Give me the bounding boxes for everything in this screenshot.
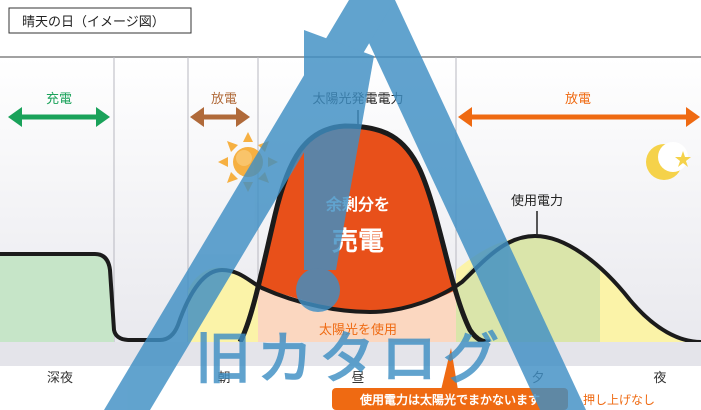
evening-discharge-label: 放電	[565, 92, 591, 107]
solar-use-label: 太陽光を使用	[319, 322, 397, 338]
charge-arrow	[8, 107, 110, 127]
battery-charge-area	[0, 254, 114, 342]
watermark: 旧カタログ	[104, 0, 586, 410]
period-label-morning: 朝	[217, 371, 230, 386]
title-box	[8, 7, 192, 34]
no-pushup-label: 押し上げなし	[583, 393, 655, 407]
period-label-night: 夜	[653, 371, 666, 386]
baseline-band	[0, 342, 701, 366]
moon-star-icon	[646, 142, 691, 180]
solar-generation-curve	[237, 123, 491, 342]
callout-text: 使用電力は太陽光でまかないます	[359, 392, 540, 407]
power-usage-curve	[0, 233, 701, 342]
morning-discharge-label: 放電	[211, 92, 237, 107]
callout	[332, 348, 568, 410]
evening-discharge-arrow	[458, 107, 700, 127]
period-label-noon: 昼	[351, 371, 364, 386]
solar-use-area	[258, 286, 456, 342]
power-usage-label: 使用電力	[511, 193, 563, 209]
charge-label: 充電	[46, 91, 72, 107]
morning-discharge-arrow	[190, 107, 250, 127]
period-label-late-night: 深夜	[47, 371, 73, 386]
watermark-text: 旧カタログ	[195, 327, 505, 392]
diagram-title: 晴天の日（イメージ図）	[22, 15, 165, 30]
